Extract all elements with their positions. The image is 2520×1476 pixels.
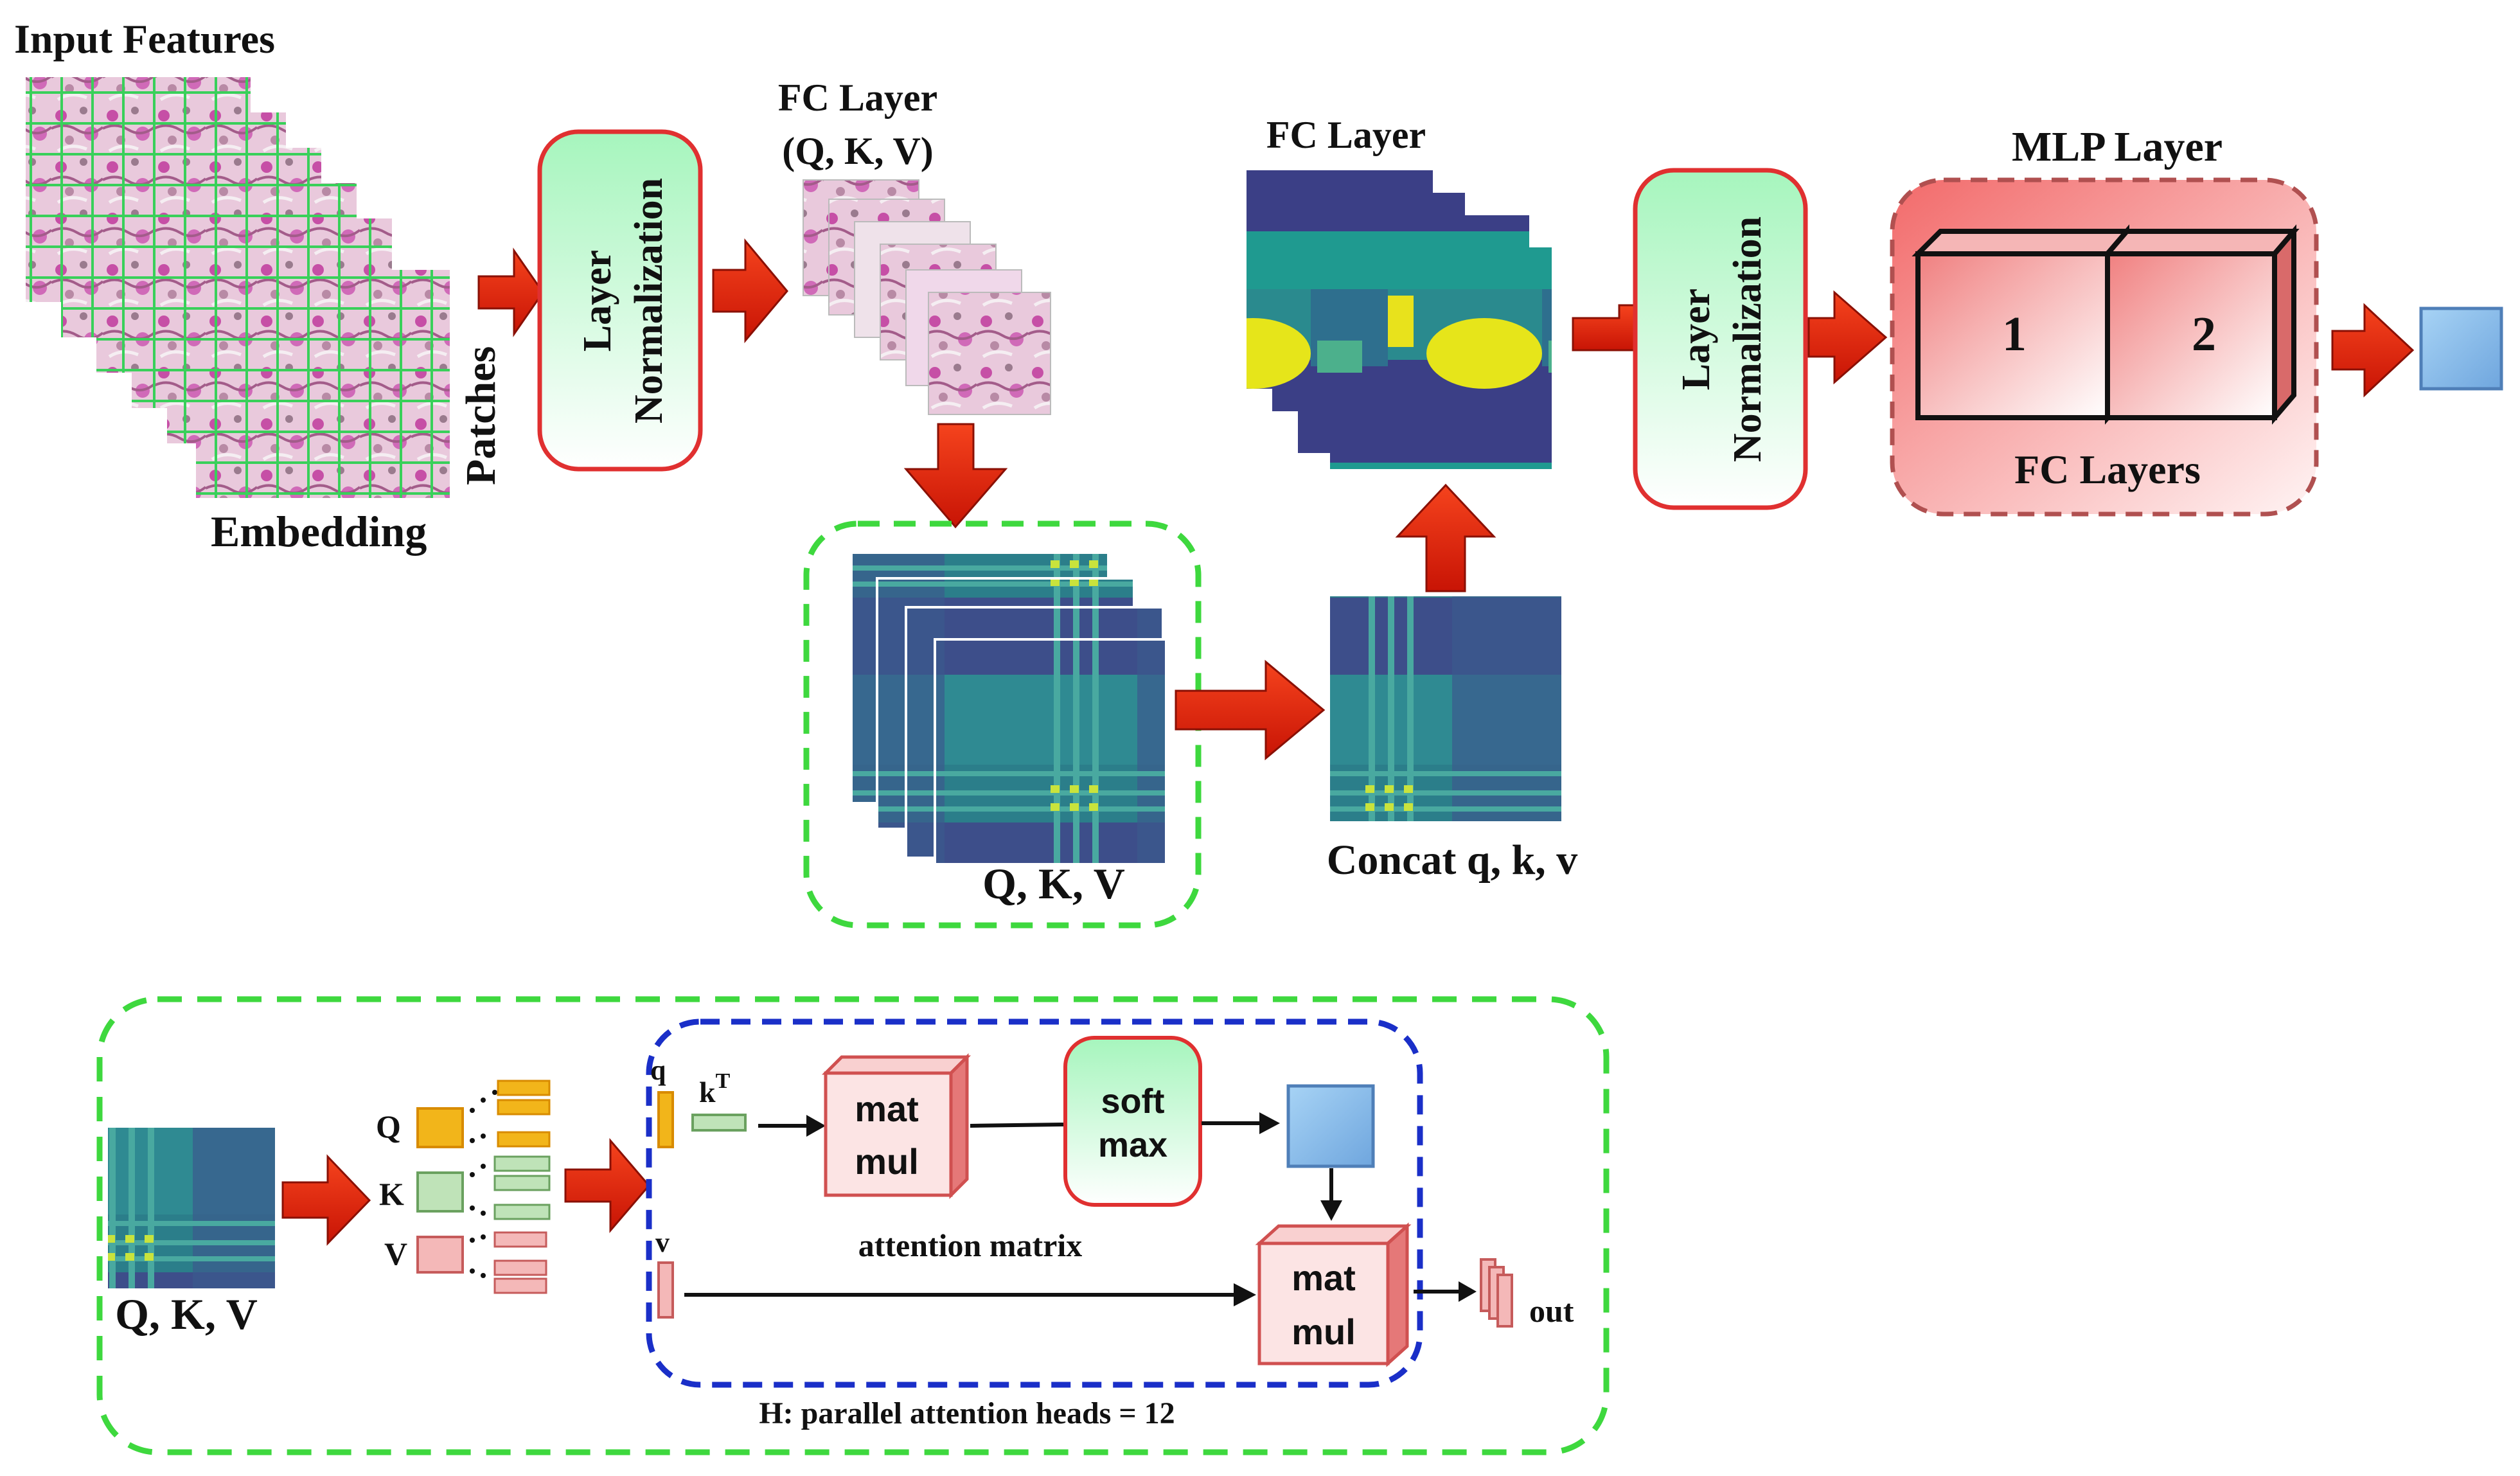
arrow-line xyxy=(970,1123,1064,1128)
v-split-heads xyxy=(493,1231,547,1294)
fc-block-1: 1 xyxy=(1912,224,2133,425)
fc-block-2-number: 2 xyxy=(2192,307,2216,361)
v-block xyxy=(416,1236,464,1274)
arrowhead xyxy=(1320,1200,1342,1221)
v-small-label: v xyxy=(655,1227,670,1258)
concat-label: Concat q, k, v xyxy=(1327,837,1578,884)
v-vector xyxy=(657,1261,674,1319)
matmul-2-line2: mul xyxy=(1291,1312,1356,1352)
layer-norm-1-line1: Layer xyxy=(576,250,619,351)
arrow-right xyxy=(712,238,788,344)
fc-layer-qkv-title: FC Layer xyxy=(778,76,937,119)
fc-layer-qkv-subtitle: (Q, K, V) xyxy=(782,130,934,172)
arrowhead xyxy=(806,1115,826,1137)
q-vector xyxy=(657,1091,674,1148)
qkv-attention-stack xyxy=(850,551,1167,866)
matmul-1-line1: mat xyxy=(855,1089,919,1129)
arrowhead xyxy=(1259,1112,1280,1134)
fc-block-2: 2 xyxy=(2102,224,2300,425)
out-label: out xyxy=(1529,1293,1574,1329)
k-split-heads xyxy=(493,1155,551,1220)
heads-caption: H: parallel attention heads = 12 xyxy=(759,1396,1175,1430)
embedding-label: Embedding xyxy=(211,507,427,556)
arrow-down xyxy=(903,423,1008,529)
attention-matrix-label: attention matrix xyxy=(858,1227,1083,1263)
fc-block-1-number: 1 xyxy=(2002,307,2027,361)
arrowhead xyxy=(1459,1281,1477,1302)
fc-layer-2-title: FC Layer xyxy=(1266,114,1426,156)
q-small-label: q xyxy=(650,1054,666,1086)
fc-layers-label: FC Layers xyxy=(2014,447,2201,492)
layer-norm-2-line1: Layer xyxy=(1674,289,1718,390)
arrow-right xyxy=(1807,290,1888,385)
softmax-line2: max xyxy=(1098,1126,1167,1164)
mlp-layer-title: MLP Layer xyxy=(2012,123,2223,170)
arrow-right xyxy=(1175,659,1326,761)
out-stack xyxy=(1480,1258,1513,1328)
output-block xyxy=(2419,307,2503,391)
qkv-label: Q, K, V xyxy=(982,859,1125,908)
layer-norm-block-1: Layer Normalization xyxy=(537,129,703,472)
attention-weights-block xyxy=(1286,1084,1375,1168)
arrow-right xyxy=(281,1154,371,1246)
softmax-line1: soft xyxy=(1101,1082,1165,1121)
concat-heatmap xyxy=(1330,596,1561,821)
q-block xyxy=(416,1107,464,1148)
detail-qkv-heatmap xyxy=(108,1128,275,1288)
fc-feature-map-stack xyxy=(1247,170,1552,469)
layer-norm-2-line2: Normalization xyxy=(1726,217,1770,462)
attention-detail-frame xyxy=(96,996,1610,1455)
arrow-right xyxy=(564,1137,650,1234)
patches-label: Patches xyxy=(457,346,504,485)
matmul-block-1: mat mul xyxy=(821,1053,972,1200)
layer-norm-block-2: Layer Normalization xyxy=(1633,168,1808,510)
input-features-label: Input Features xyxy=(14,16,275,62)
input-features-stack xyxy=(26,77,450,498)
arrow-right xyxy=(1572,304,1637,351)
kt-label: kT xyxy=(699,1069,731,1108)
matmul-1-line2: mul xyxy=(855,1141,919,1182)
patch-layer-front xyxy=(196,270,450,498)
detail-qkv-label: Q, K, V xyxy=(115,1290,258,1338)
arrowhead xyxy=(1234,1283,1256,1306)
arrow-right xyxy=(2331,303,2415,398)
attention-head-frame xyxy=(646,1018,1423,1388)
arrow-up xyxy=(1395,483,1496,592)
kt-base: k xyxy=(699,1076,716,1108)
layer-norm-1-line2: Normalization xyxy=(627,178,671,423)
k-label: K xyxy=(379,1176,404,1212)
kt-superscript: T xyxy=(716,1069,731,1093)
q-split-heads xyxy=(497,1080,551,1148)
split-dots xyxy=(470,1090,497,1278)
matmul-2-line1: mat xyxy=(1291,1258,1356,1298)
arrow-right xyxy=(477,247,544,337)
softmax-block: soft max xyxy=(1063,1036,1202,1207)
fc-qkv-stack xyxy=(803,179,1051,415)
matmul-block-2: mat mul xyxy=(1255,1222,1412,1367)
v-label: V xyxy=(384,1236,407,1272)
k-block xyxy=(416,1171,464,1213)
q-label: Q xyxy=(376,1108,401,1144)
kt-vector xyxy=(691,1114,747,1132)
